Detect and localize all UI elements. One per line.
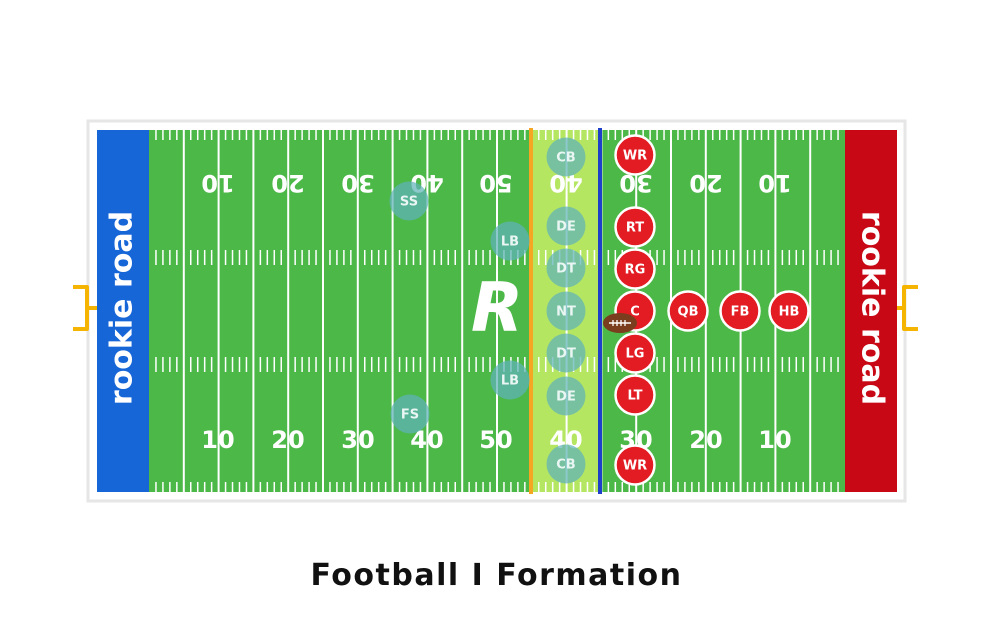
- offense-player-label: FB: [731, 305, 750, 320]
- offense-player-label: LG: [626, 347, 645, 362]
- football: [603, 313, 637, 333]
- defense-player: DE: [546, 206, 586, 246]
- defense-player: LB: [490, 360, 530, 400]
- yard-number-bottom: 20: [271, 426, 304, 454]
- players: CB DE DT NT DT DE CB LB LB SS FS WR RT RG C LG LT WR QB FB H…: [389, 134, 810, 486]
- diagram-title: Football I Formation: [310, 558, 683, 593]
- offense-player-label: RT: [626, 221, 644, 236]
- offense-player-label: RG: [625, 263, 646, 278]
- defense-player-label: DE: [556, 390, 576, 405]
- defense-player-label: CB: [556, 151, 575, 166]
- yard-number-top: 20: [271, 169, 304, 197]
- defense-player-label: FS: [401, 408, 419, 423]
- defense-player-label: NT: [556, 305, 576, 320]
- endzone-left: [97, 130, 149, 492]
- yard-number-top: 50: [479, 169, 512, 197]
- yard-number-top: 30: [341, 169, 374, 197]
- defense-player: CB: [546, 137, 586, 177]
- defense-player: FS: [390, 394, 430, 434]
- offense-player-label: WR: [623, 459, 647, 474]
- offense-player-label: LT: [628, 389, 643, 404]
- midfield-logo: R: [471, 269, 523, 348]
- defense-player-label: CB: [556, 458, 575, 473]
- defense-player: CB: [546, 444, 586, 484]
- defense-player: NT: [546, 291, 586, 331]
- endzone-left-brand: rookie road: [105, 211, 140, 405]
- defense-player-label: DT: [556, 347, 576, 362]
- defense-player: LB: [490, 221, 530, 261]
- defense-player: DT: [546, 333, 586, 373]
- endzone-right-brand: rookie road: [855, 211, 890, 405]
- offense-player: RT: [614, 206, 656, 248]
- defense-player-label: DT: [556, 262, 576, 277]
- yard-number-top: 10: [201, 169, 234, 197]
- yard-number-bottom: 10: [201, 426, 234, 454]
- yard-number-bottom: 30: [341, 426, 374, 454]
- offense-player: LT: [614, 374, 656, 416]
- yard-number-bottom: 10: [758, 426, 791, 454]
- defense-player-label: LB: [501, 374, 519, 389]
- offense-player: QB: [667, 290, 709, 332]
- yard-number-top: 10: [758, 169, 791, 197]
- offense-player-label: C: [630, 305, 640, 320]
- goalpost-left: [73, 285, 97, 331]
- offense-player: WR: [614, 134, 656, 176]
- yard-number-top: 20: [689, 169, 722, 197]
- defense-player-label: LB: [501, 235, 519, 250]
- offense-player: FB: [719, 290, 761, 332]
- defense-player: SS: [389, 181, 429, 221]
- yard-number-bottom: 50: [479, 426, 512, 454]
- defense-player-label: DE: [556, 220, 576, 235]
- endzone-right: [845, 130, 897, 492]
- offense-player-label: WR: [623, 149, 647, 164]
- offense-player: LG: [614, 332, 656, 374]
- offense-player-label: QB: [678, 305, 699, 320]
- offense-player: RG: [614, 248, 656, 290]
- defense-player-label: SS: [400, 195, 418, 210]
- offense-player: HB: [768, 290, 810, 332]
- offense-player: WR: [614, 444, 656, 486]
- defense-player: DE: [546, 376, 586, 416]
- yard-number-bottom: 20: [689, 426, 722, 454]
- defense-player: DT: [546, 248, 586, 288]
- offense-player-label: HB: [779, 305, 800, 320]
